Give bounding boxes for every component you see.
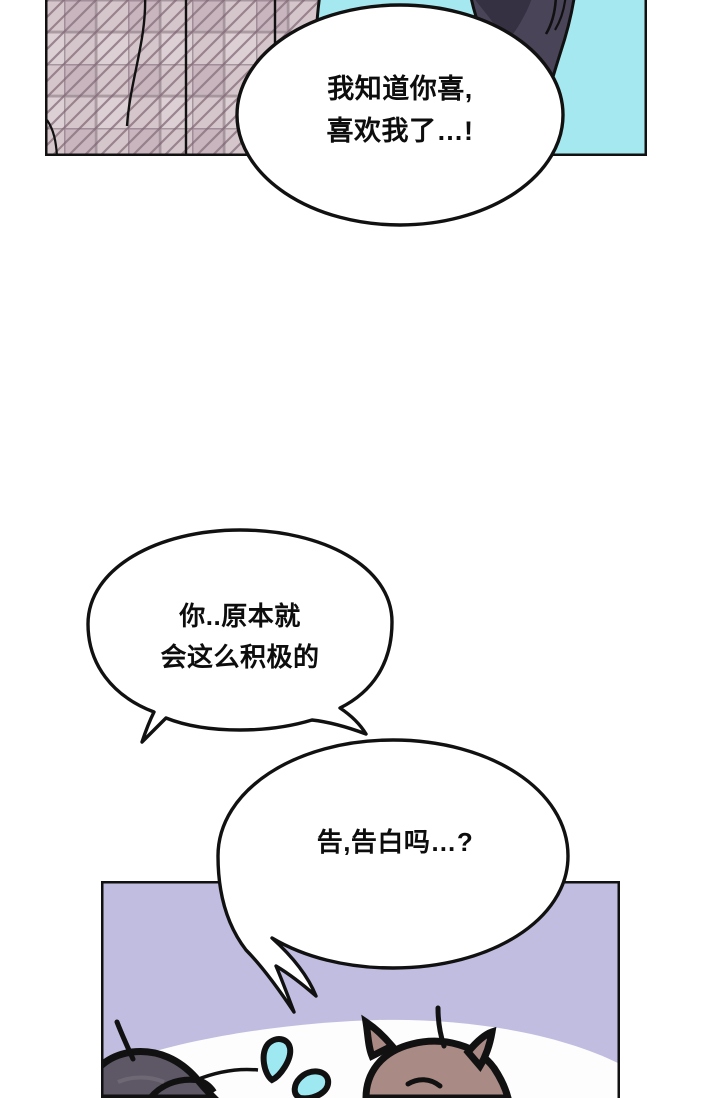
left-character-hair-shade <box>117 1075 165 1084</box>
jacket-crease-2 <box>554 0 567 31</box>
shirt-fold-left <box>125 0 147 127</box>
motion-line-right <box>435 1005 447 1049</box>
jacket-crease <box>544 0 557 35</box>
motion-line-left <box>114 1019 136 1062</box>
blanket-edge <box>195 1067 259 1082</box>
right-character-ear-right <box>463 1026 497 1072</box>
right-character-ear-left <box>361 1014 398 1061</box>
sweat-drop-small <box>291 1068 332 1098</box>
shirt-fold-corner <box>46 119 59 156</box>
speech-bubble-middle <box>86 528 394 744</box>
right-character-eye <box>405 1077 443 1089</box>
left-character-head <box>101 1048 219 1098</box>
sweat-drop-large <box>260 1036 294 1084</box>
speech-bubble-top <box>235 3 565 227</box>
jacket-shadow <box>475 0 532 44</box>
speech-bubble-lower <box>216 738 570 1014</box>
